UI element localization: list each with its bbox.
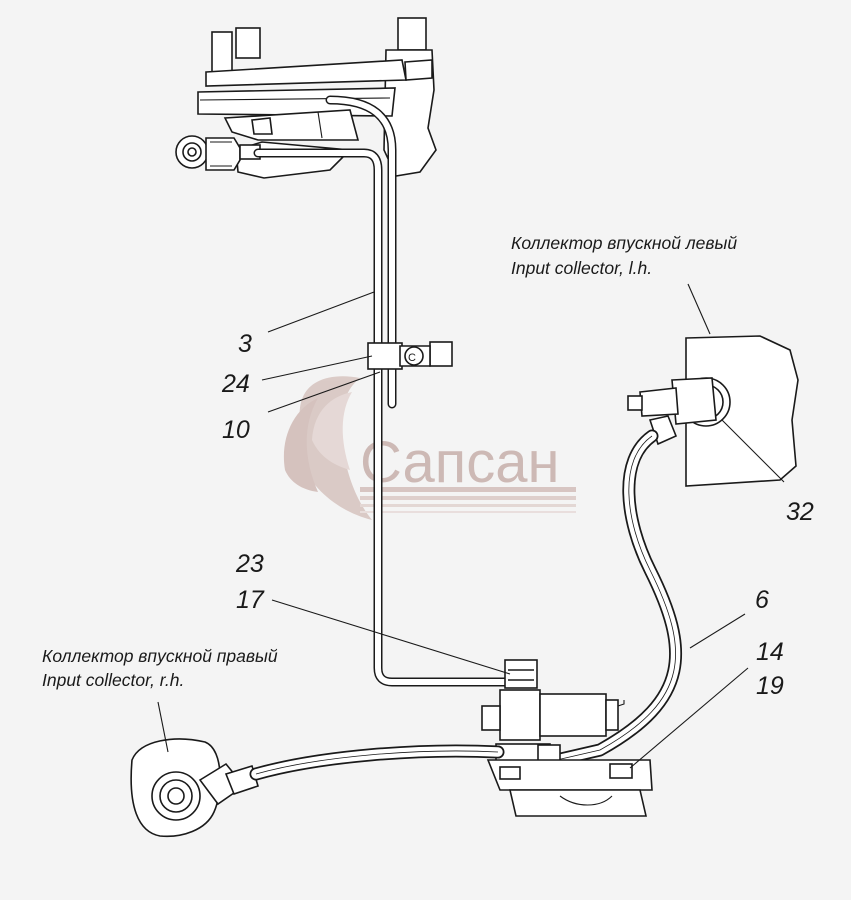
hose-6: [541, 429, 682, 769]
callout-6: 6: [755, 586, 769, 614]
watermark: Сапсан: [283, 376, 576, 520]
callout-14: 14: [756, 638, 784, 666]
watermark-stripe: [360, 487, 576, 492]
caption-left-collector: Коллектор впускной левый Input collector…: [511, 233, 737, 278]
watermark-falcon-icon: [283, 376, 372, 520]
callout-17: 17: [236, 586, 265, 614]
caption-right-ru: Коллектор впускной правый: [42, 646, 278, 666]
clamp-24: C: [367, 341, 453, 370]
caption-right-collector: Коллектор впускной правый Input collecto…: [42, 646, 278, 690]
callout-3: 3: [238, 330, 252, 358]
watermark-stripe: [360, 504, 576, 507]
bolt-10: C: [408, 352, 416, 364]
engine-upper-structure: [197, 17, 437, 179]
caption-left-en: Input collector, l.h.: [511, 258, 652, 278]
hose-23: [249, 744, 505, 781]
caption-left-ru: Коллектор впускной левый: [511, 233, 737, 253]
leader-lines: [157, 283, 785, 769]
intake-collector-right: [130, 738, 259, 838]
callout-10: 10: [222, 416, 250, 444]
tube-3: [253, 95, 515, 687]
callout-24: 24: [221, 370, 250, 398]
caption-right-en: Input collector, r.h.: [42, 670, 184, 690]
upper-left-banjo-fitting: [175, 135, 261, 171]
callout-32: 32: [786, 498, 814, 526]
valve-assembly: [481, 659, 653, 817]
watermark-text: Сапсан: [360, 430, 560, 495]
callout-19: 19: [756, 672, 784, 700]
watermark-stripe: [360, 496, 576, 500]
callout-numbers: 3 24 10 32 23 17 6 14 19: [221, 330, 814, 700]
callout-23: 23: [235, 550, 264, 578]
intake-collector-left: [627, 335, 799, 487]
watermark-stripe: [360, 511, 576, 513]
